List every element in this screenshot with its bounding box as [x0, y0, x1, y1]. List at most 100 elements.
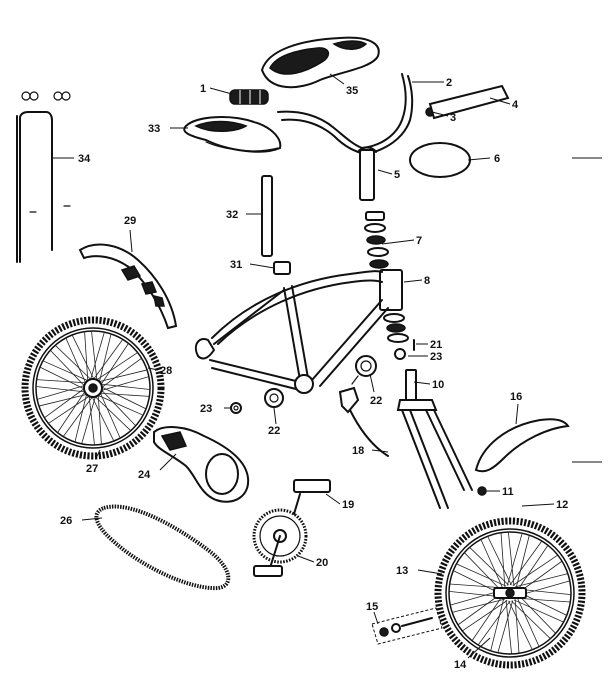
part-11-nut: [477, 486, 487, 496]
part-22-bearing-cup-right: [355, 355, 377, 377]
part-12-front-wheel: [434, 517, 586, 669]
part-23-nut-left: [230, 402, 242, 414]
wheel-spoke: [497, 600, 514, 653]
wheel-spoke: [515, 573, 568, 588]
wheel-spoke: [99, 391, 121, 439]
callout-22-right: 22: [370, 395, 382, 407]
wheel-spoke: [84, 331, 89, 382]
callout-31: 31: [230, 259, 242, 271]
part-8-head-tube: [379, 269, 409, 343]
wheel-spoke: [511, 600, 551, 639]
callout-28: 28: [160, 365, 172, 377]
wheel-spoke: [477, 600, 511, 646]
wheel-spoke: [508, 600, 533, 650]
callout-26: 26: [60, 515, 72, 527]
part-31-clamp: [273, 261, 291, 275]
part-32-seat-post: [261, 175, 273, 257]
wheel-spoke: [462, 600, 508, 632]
wheel-spoke: [39, 366, 86, 390]
callout-20: 20: [316, 557, 328, 569]
leader-lines: [52, 73, 555, 659]
callout-6: 6: [494, 153, 500, 165]
wheel-spoke: [65, 337, 87, 385]
callout-24: 24: [138, 469, 151, 481]
wheel-spoke: [506, 533, 523, 586]
wheel-spoke: [99, 383, 151, 390]
part-7-headset: [364, 211, 389, 269]
callout-18: 18: [352, 445, 364, 457]
wheel-spoke: [74, 393, 88, 443]
wheel-spoke: [48, 395, 91, 424]
part-26-chain: [94, 504, 231, 591]
wheel-spoke: [517, 594, 556, 634]
wheel-spoke: [54, 345, 92, 381]
wheel-spoke: [509, 540, 543, 586]
wheel-spoke: [42, 360, 90, 382]
wheel-spoke: [38, 393, 88, 407]
callout-34: 34: [78, 153, 91, 165]
callout-16: 16: [510, 391, 522, 403]
frame: [194, 270, 389, 394]
callout-27: 27: [86, 463, 98, 475]
part-10-fork: [396, 369, 473, 509]
callout-23-left: 23: [200, 403, 212, 415]
callout-3: 3: [450, 112, 456, 124]
wheel-spoke: [469, 547, 509, 586]
wheel-spoke: [100, 376, 149, 392]
wheel-spoke: [100, 386, 147, 410]
callout-2: 2: [446, 77, 452, 89]
callout-32: 32: [226, 209, 238, 221]
part-33-saddle: [183, 116, 282, 153]
wheel-spoke: [516, 596, 540, 647]
wheel-spoke: [452, 598, 505, 613]
wheel-spoke: [100, 389, 136, 427]
callout-14: 14: [454, 659, 467, 671]
callout-13: 13: [396, 565, 408, 577]
wheel-spoke: [50, 349, 86, 387]
wheel-spoke: [57, 390, 86, 433]
wheel-spoke: [44, 387, 86, 419]
wheel-spoke: [96, 394, 144, 416]
part-5-stem: [357, 146, 377, 201]
callout-7: 7: [416, 235, 422, 247]
callout-4: 4: [512, 99, 519, 111]
wheel-spoke: [480, 539, 504, 590]
wheel-spoke: [490, 598, 505, 651]
wheel-spoke: [514, 599, 520, 654]
wheel-spoke: [98, 333, 112, 383]
part-23-nut-right: [394, 348, 406, 360]
part-29-rear-fender: [78, 243, 178, 330]
wheel-spoke: [35, 386, 87, 393]
wheel-spoke: [487, 536, 512, 586]
wheel-spoke: [500, 532, 506, 587]
part-20-crankset: [252, 508, 308, 577]
part-35-banana-seat: [260, 36, 380, 89]
wheel-spoke: [456, 563, 507, 587]
wheel-spoke: [464, 552, 503, 592]
callout-35: 35: [346, 85, 358, 97]
part-1-hand-grip: [229, 89, 269, 105]
wheel-spoke: [100, 343, 129, 386]
callout-labels: 1 2 3 4 5 6 7 8 10 11 12 13 14 15 16 18 …: [60, 77, 568, 671]
wheel-spoke: [505, 599, 513, 655]
callout-19: 19: [342, 499, 354, 511]
wheel-spoke: [99, 392, 150, 397]
wheel-spoke: [36, 379, 87, 384]
callout-15: 15: [366, 601, 378, 613]
wheel-spoke: [97, 394, 102, 445]
wheel-spoke: [95, 352, 138, 381]
callout-8: 8: [424, 275, 430, 287]
wheel-spoke: [100, 357, 142, 389]
wheel-spoke: [37, 384, 86, 400]
wheel-spoke: [471, 595, 503, 641]
callout-11: 11: [502, 486, 514, 498]
callout-21: 21: [430, 339, 442, 351]
callout-23-right: 23: [430, 351, 442, 363]
wheel-spoke: [81, 395, 97, 444]
wheel-spoke: [507, 531, 515, 587]
wheel-spoke: [512, 554, 558, 586]
wheel-spoke: [88, 394, 95, 446]
wheel-spoke: [98, 369, 148, 383]
wheel-spoke: [91, 330, 98, 382]
